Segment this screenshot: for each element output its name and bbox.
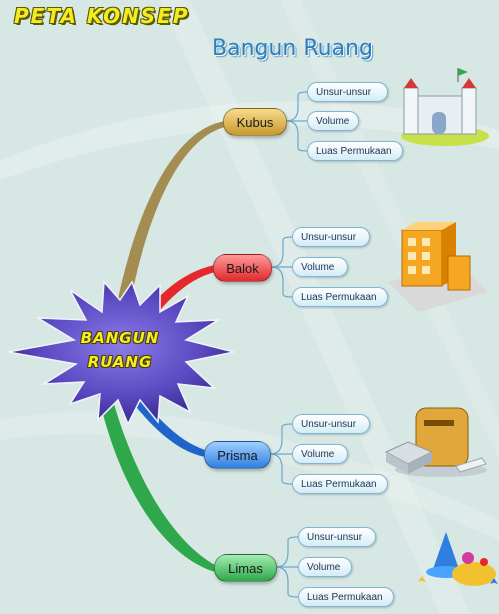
center-label-line-2: RUANG — [87, 353, 153, 371]
node-prisma[interactable]: Prisma — [204, 441, 271, 469]
center-starburst — [7, 280, 235, 426]
leaf-prisma-luas[interactable]: Luas Permukaan — [292, 474, 388, 494]
center-node-label: BANGUN RUANG — [60, 326, 180, 374]
node-balok[interactable]: Balok — [213, 254, 272, 282]
mailbox-icon — [384, 407, 487, 477]
node-balok-label: Balok — [226, 260, 259, 276]
leaf-limas-volume[interactable]: Volume — [298, 557, 352, 577]
buildings-icon — [388, 222, 488, 312]
node-limas-label: Limas — [228, 560, 263, 576]
leaf-balok-luas[interactable]: Luas Permukaan — [292, 287, 388, 307]
castle-icon — [401, 68, 489, 146]
leaf-prisma-volume[interactable]: Volume — [292, 444, 348, 464]
leaf-balok-volume[interactable]: Volume — [292, 257, 348, 277]
page-subtitle: Bangun Ruang — [212, 36, 373, 61]
center-label-line-1: BANGUN — [80, 329, 160, 347]
party-hat-icon — [418, 532, 498, 586]
node-prisma-label: Prisma — [217, 447, 258, 463]
leaf-kubus-unsur[interactable]: Unsur-unsur — [307, 82, 388, 102]
page-title: PETA KONSEP — [14, 4, 190, 28]
leaf-limas-luas[interactable]: Luas Permukaan — [298, 587, 394, 607]
leaf-connectors — [269, 91, 308, 598]
node-limas[interactable]: Limas — [214, 554, 277, 582]
leaf-prisma-unsur[interactable]: Unsur-unsur — [292, 414, 370, 434]
leaf-limas-unsur[interactable]: Unsur-unsur — [298, 527, 376, 547]
node-kubus-label: Kubus — [236, 114, 274, 130]
leaf-balok-unsur[interactable]: Unsur-unsur — [292, 227, 370, 247]
leaf-kubus-luas[interactable]: Luas Permukaan — [307, 141, 403, 161]
leaf-kubus-volume[interactable]: Volume — [307, 111, 359, 131]
node-kubus[interactable]: Kubus — [223, 108, 287, 136]
